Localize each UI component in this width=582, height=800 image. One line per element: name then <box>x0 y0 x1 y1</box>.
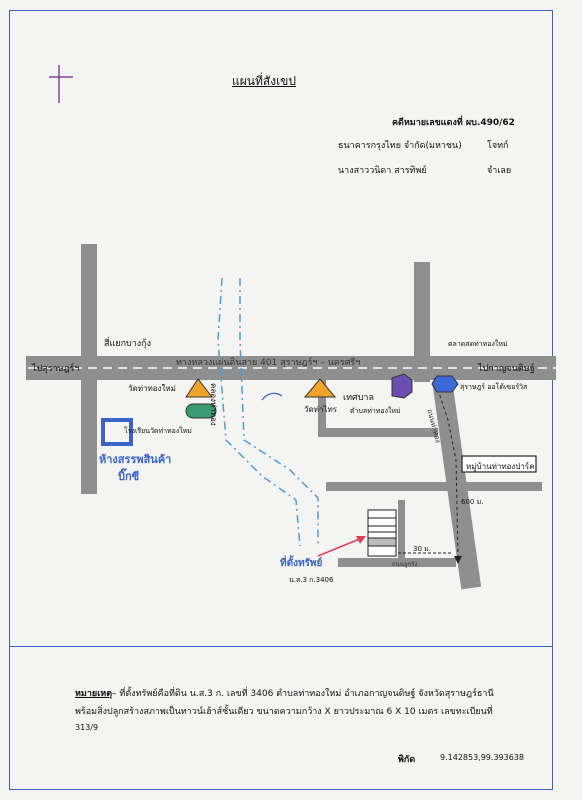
arrow-head-600 <box>454 556 462 564</box>
label-market: ตลาดสดท่าทองใหม่ <box>448 340 508 348</box>
label-mall: ห้างสรรพสินค้า <box>99 453 172 466</box>
section-divider <box>9 646 553 647</box>
label-intersection: สี่แยกบางกุ้ง <box>104 339 152 349</box>
page-frame <box>9 10 553 790</box>
label-30m: 30 ม. <box>413 545 431 553</box>
property-townhouse <box>367 509 397 557</box>
remark-text-1: – ที่ตั้งทรัพย์คือที่ดิน น.ส.3 ก. เลขที่… <box>112 689 494 699</box>
label-deed: น.ส.3 ก.3406 <box>289 576 334 584</box>
property-arrow <box>317 537 363 557</box>
remark-line-1: หมายเหตุ– ที่ตั้งทรัพย์คือที่ดิน น.ส.3 ก… <box>75 686 494 700</box>
road-lane <box>338 558 456 567</box>
temple-icon <box>185 378 214 398</box>
coordinates-value: 9.142853,99.393638 <box>440 753 524 762</box>
hospital-icon <box>431 375 459 393</box>
curve-path <box>261 392 283 401</box>
distance-600-arrow <box>433 377 459 557</box>
label-canal: คลองท่าทอง <box>209 383 218 426</box>
canal-line <box>217 277 301 547</box>
label-left-road: ไปสุราษฎร์ฯ <box>32 364 80 374</box>
defendant-name: นางสาววนิดา สารทิพย์ <box>338 166 427 176</box>
temple-icon <box>303 378 337 398</box>
label-hospital: สุราษฎร์ ออโต้เซอร์วิส <box>460 383 528 391</box>
village-box <box>461 455 537 473</box>
road-side-horizontal <box>326 482 542 491</box>
road-lane-link <box>398 500 405 560</box>
sketch-map <box>26 244 556 590</box>
school-icon <box>185 403 217 419</box>
label-temple-1: วัดท่าทองใหม่ <box>128 384 176 393</box>
page-title: แผนที่สังเขป <box>232 74 296 88</box>
road-right-vertical <box>414 262 430 382</box>
road-soi-horizontal <box>318 428 438 437</box>
mall-icon <box>101 418 133 446</box>
label-main-road: ทางหลวงแผ่นดินสาย 401 สุราษฎร์ฯ – นครศรี… <box>176 358 361 368</box>
label-property: ที่ตั้งทรัพย์ <box>280 558 323 569</box>
label-lane: ถนนลูกรัง <box>392 561 418 568</box>
municipality-icon <box>391 373 413 399</box>
property-arrow-head <box>356 536 366 544</box>
label-municipality: เทศบาล <box>343 393 375 403</box>
canal-line-2 <box>239 278 319 546</box>
plaintiff-name: ธนาคารกรุงไทย จำกัด(มหาชน) <box>338 141 462 151</box>
coordinates-label: พิกัด <box>398 755 416 765</box>
plaintiff-role: โจทก์ <box>487 141 509 151</box>
remark-line-2: พร้อมสิ่งปลูกสร้างสภาพเป็นทาวน์เฮ้าส์ชั้… <box>75 707 493 717</box>
label-right-road: ไปกาญจนดิษฐ์ <box>478 364 535 374</box>
label-village: หมู่บ้านท่าทองปาร์ค <box>466 462 535 471</box>
label-school: โรงเรียนวัดท่าทองใหม่ <box>124 427 192 435</box>
remark-label: หมายเหตุ <box>75 689 113 699</box>
label-mall-name: บิ๊กซี <box>118 470 140 483</box>
label-600m: 600 ม. <box>461 498 484 506</box>
defendant-role: จำเลย <box>487 166 512 176</box>
corner-mark <box>49 65 73 103</box>
label-subdistrict: ตำบลท่าทองใหม่ <box>350 407 401 415</box>
road-soi-left <box>318 380 326 432</box>
remark-line-3: 313/9 <box>75 723 99 732</box>
case-number: คดีหมายเลขแดงที่ ผบ.490/62 <box>392 118 515 128</box>
label-temple-2: วัดท่าไทร <box>304 405 338 414</box>
